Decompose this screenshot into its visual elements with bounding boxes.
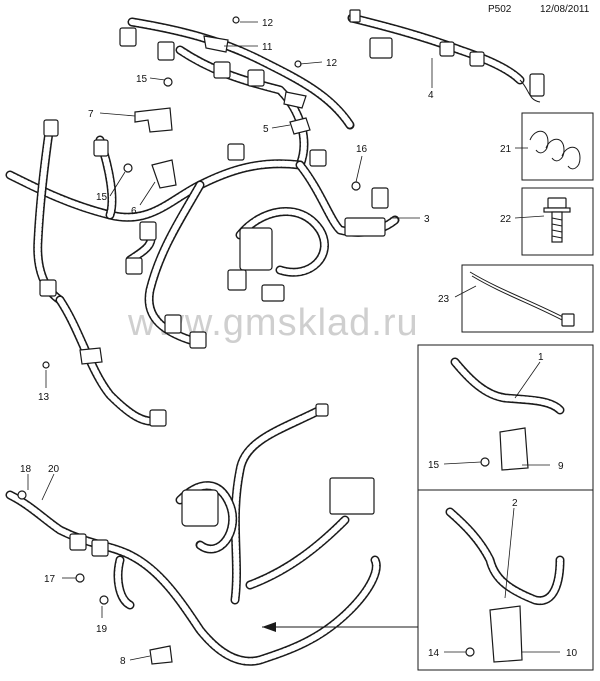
callout-10: 10 [566,648,578,659]
callout-7: 7 [88,109,94,120]
callout-3: 3 [424,214,430,225]
callout-19: 19 [96,624,108,635]
callout-1: 1 [538,352,544,363]
callout-14: 14 [428,648,440,659]
callout-15: 15 [428,460,440,471]
callout-9: 9 [558,461,564,472]
part-box-21 [521,112,594,181]
injector-harness [347,9,545,103]
hose-clips-part [529,130,581,170]
reference-arrow [262,490,419,632]
callout-11: 11 [262,42,273,53]
callout-4: 4 [428,90,434,101]
callout-15: 15 [136,74,148,85]
callout-13: 13 [38,392,50,403]
wiring-conduit-2 [445,507,565,663]
callout-17: 17 [44,574,56,585]
callout-5: 5 [263,124,269,135]
leader-lines [27,21,560,661]
part-box-22 [521,187,594,256]
callout-2: 2 [512,498,518,509]
callout-15: 15 [96,192,108,203]
cable-tie-part [469,271,575,327]
wiring-conduit-1 [450,357,565,471]
callout-labels: 12 11 15 12 4 7 5 16 15 6 3 13 18 20 17 … [20,18,578,667]
bolt-part [543,197,571,243]
part-box-23 [461,264,594,333]
callout-16: 16 [356,144,368,155]
page-code: P502 [488,4,512,15]
callout-18: 18 [20,464,32,475]
callout-12: 12 [326,58,338,69]
callout-23: 23 [438,294,450,305]
callout-22: 22 [500,214,512,225]
callout-6: 6 [131,206,137,217]
callout-20: 20 [48,464,60,475]
callout-21: 21 [500,144,512,155]
callout-12: 12 [262,18,274,29]
callout-8: 8 [120,656,126,667]
lower-harness [5,403,381,666]
main-engine-harness [5,16,400,427]
diagram-date: 12/08/2011 [540,4,590,15]
